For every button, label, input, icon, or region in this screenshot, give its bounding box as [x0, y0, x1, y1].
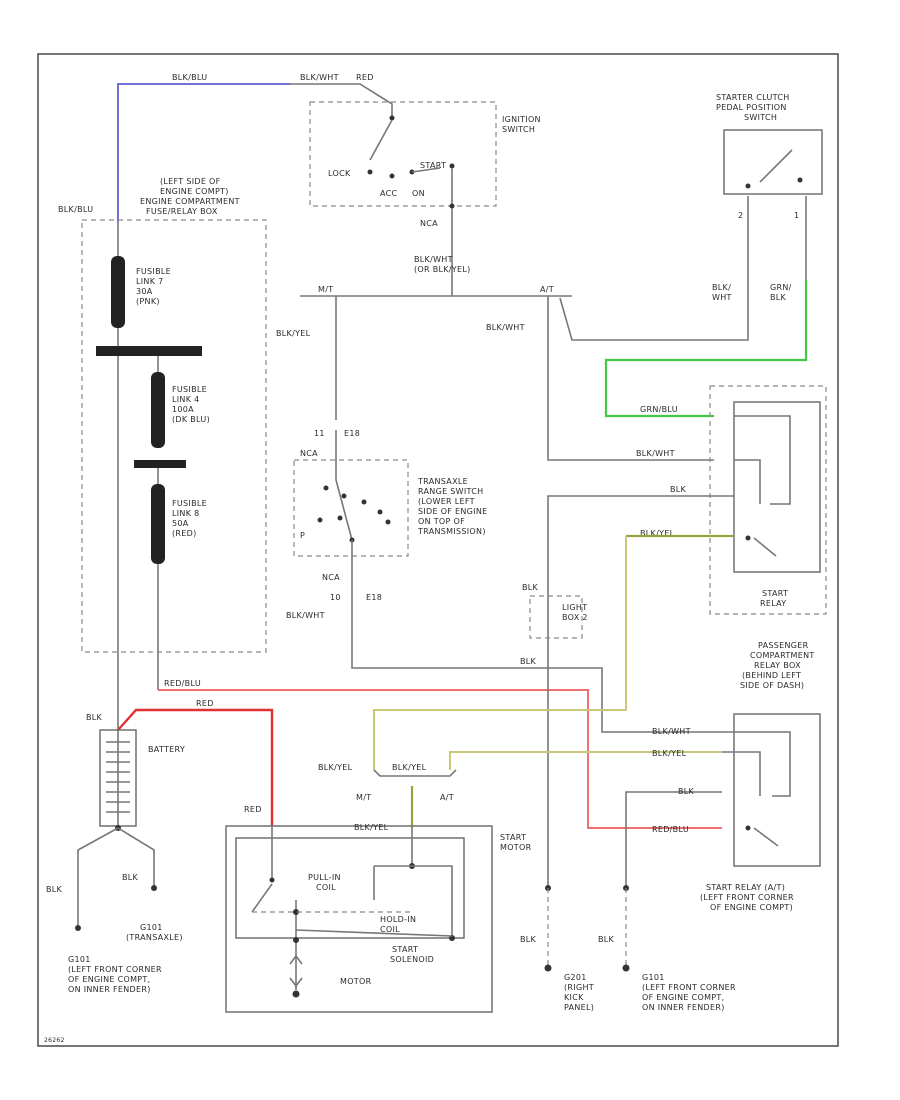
start-relay-box [733, 401, 821, 573]
transaxle-range-switch-box [293, 459, 409, 557]
fusible-link-8 [151, 484, 165, 564]
blk-yel-sw1-label: BLK/YEL [318, 763, 353, 772]
figure-number: 26262 [44, 1037, 65, 1044]
engine-fuse-relay-box [81, 219, 267, 653]
at-label-top: A/T [540, 285, 554, 294]
blk-wht-lower-label: BLK/WHT [286, 611, 325, 620]
light-box-2 [529, 595, 583, 639]
blk-light-label: BLK [522, 583, 539, 592]
start-relay-at-box [733, 713, 821, 867]
blk-g3-label: BLK [520, 935, 537, 944]
start-position-label: START [420, 161, 446, 170]
p-position-label: P [300, 531, 305, 540]
blk-wht-mid-label: BLK/WHT [486, 323, 525, 332]
blk-battery-label: BLK [86, 713, 103, 722]
acc-position-label: ACC [380, 189, 398, 198]
blk-wht-right-label: BLK/WHT [712, 283, 732, 302]
nca-label-3: NCA [322, 573, 340, 582]
fusible-link-7 [111, 256, 125, 328]
start-solenoid-box [235, 837, 465, 939]
blk-yel-r1-label: BLK/YEL [640, 529, 675, 538]
clutch-pin-2: 2 [738, 211, 743, 220]
wire-label-ign-top: BLK/WHT [300, 73, 339, 82]
pin-11-label: 11 [314, 429, 325, 438]
start-motor-outer [225, 825, 493, 1013]
blk-wht-or-blk-yel-label: BLK/WHT(OR BLK/YEL) [414, 255, 471, 274]
motor-label: MOTOR [340, 977, 372, 986]
blk-r2-label: BLK [678, 787, 695, 796]
blk-g1-label: BLK [46, 885, 63, 894]
nca-label-1: NCA [420, 219, 438, 228]
blk-yel-sw2-label: BLK/YEL [392, 763, 427, 772]
blk-g4-label: BLK [598, 935, 615, 944]
mt-label-top: M/T [318, 285, 333, 294]
blk-mid-label: BLK [520, 657, 537, 666]
clutch-pin-1: 1 [794, 211, 799, 220]
blk-r1-label: BLK [670, 485, 687, 494]
fusible-link-bus [96, 346, 202, 356]
e18-label-b: E18 [366, 593, 382, 602]
red-blu-r2-label: RED/BLU [652, 825, 689, 834]
passenger-relay-box [709, 385, 827, 615]
grn-blu-label: GRN/BLU [640, 405, 678, 414]
blk-yel-mid-label: BLK/YEL [276, 329, 311, 338]
pin-10-label: 10 [330, 593, 341, 602]
lock-position-label: LOCK [328, 169, 351, 178]
fusible-link-4 [151, 372, 165, 448]
red-motor-label: RED [244, 805, 262, 814]
blk-wht-r1-label: BLK/WHT [636, 449, 675, 458]
blk-g2-label: BLK [122, 873, 139, 882]
starter-clutch-switch-box [723, 129, 823, 195]
on-position-label: ON [412, 189, 425, 198]
blk-wht-r2-label: BLK/WHT [652, 727, 691, 736]
g101-transaxle-label: G101(TRANSAXLE) [126, 923, 183, 942]
blk-yel-r2-label: BLK/YEL [652, 749, 687, 758]
diagram-frame [37, 53, 839, 1047]
wire-label-blk-blu-top: BLK/BLU [172, 73, 207, 82]
grn-blk-right-label: GRN/BLK [770, 283, 792, 302]
ignition-switch-box [309, 101, 497, 207]
red-battery-label: RED [196, 699, 214, 708]
e18-label-a: E18 [344, 429, 360, 438]
blk-blu-side-label: BLK/BLU [58, 205, 93, 214]
red-blu-label: RED/BLU [164, 679, 201, 688]
mt-label-bottom: M/T [356, 793, 371, 802]
at-label-bottom: A/T [440, 793, 454, 802]
blk-yel-motor-label: BLK/YEL [354, 823, 389, 832]
nca-label-2: NCA [300, 449, 318, 458]
wire-label-red-top: RED [356, 73, 374, 82]
fusible-link-bus-2 [134, 460, 186, 468]
battery-label: BATTERY [148, 745, 185, 754]
